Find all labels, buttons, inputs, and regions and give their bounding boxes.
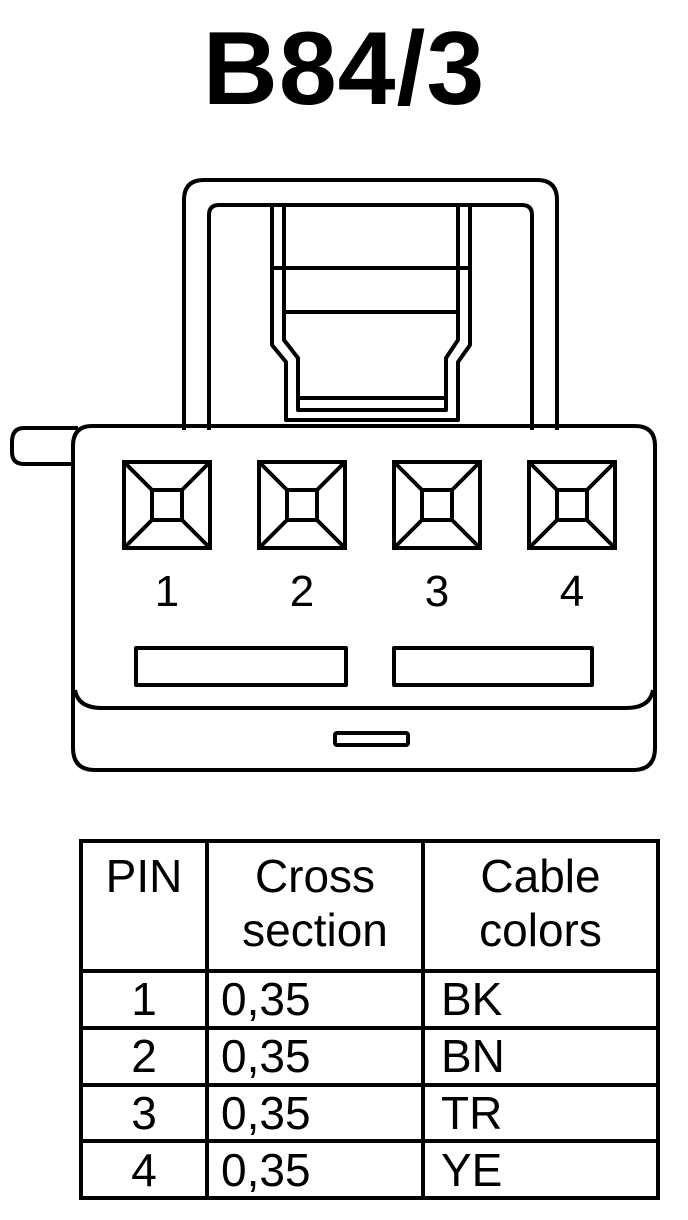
pin-label-1: 1 <box>155 567 179 616</box>
pin-label-4: 4 <box>560 567 584 616</box>
connector-hood-outer <box>182 178 559 430</box>
table-row: 2 0,35 BN <box>79 1025 660 1087</box>
cell-pin: 1 <box>79 969 209 1030</box>
table-row: 1 0,35 BK <box>79 969 660 1030</box>
connector-housing <box>71 424 657 772</box>
cell-cable-color: YE <box>421 1139 660 1200</box>
latch-inner <box>282 207 460 412</box>
pin-label-3: 3 <box>425 567 449 616</box>
pin-cavity-3 <box>392 460 482 550</box>
table-row: 3 0,35 TR <box>79 1082 660 1144</box>
cell-cross-section: 0,35 <box>205 1025 425 1087</box>
key-slot-right <box>392 646 594 687</box>
cell-cross-section: 0,35 <box>205 969 425 1030</box>
cell-cable-color: TR <box>421 1082 660 1144</box>
pin-cavity-4 <box>527 460 617 550</box>
key-slot-left <box>134 646 348 687</box>
cell-pin: 3 <box>79 1082 209 1144</box>
cell-pin: 4 <box>79 1139 209 1200</box>
pin-label-2: 2 <box>290 567 314 616</box>
side-tab <box>10 426 78 466</box>
latch-outer <box>270 207 472 422</box>
cell-cross-section: 0,35 <box>205 1082 425 1144</box>
table-row: 4 0,35 YE <box>79 1139 660 1200</box>
cell-cable-color: BK <box>421 969 660 1030</box>
connector-hood-inner <box>207 203 534 430</box>
header-pin: PIN <box>79 839 209 973</box>
cell-cable-color: BN <box>421 1025 660 1087</box>
cell-pin: 2 <box>79 1025 209 1087</box>
bottom-notch <box>333 731 410 747</box>
cell-cross-section: 0,35 <box>205 1139 425 1200</box>
pin-cavity-2 <box>257 460 347 550</box>
pin-cavity-1 <box>122 460 212 550</box>
housing-step <box>73 689 655 710</box>
connector-diagram: 1 2 3 4 <box>10 178 657 772</box>
diagram-title: B84/3 <box>202 11 486 127</box>
